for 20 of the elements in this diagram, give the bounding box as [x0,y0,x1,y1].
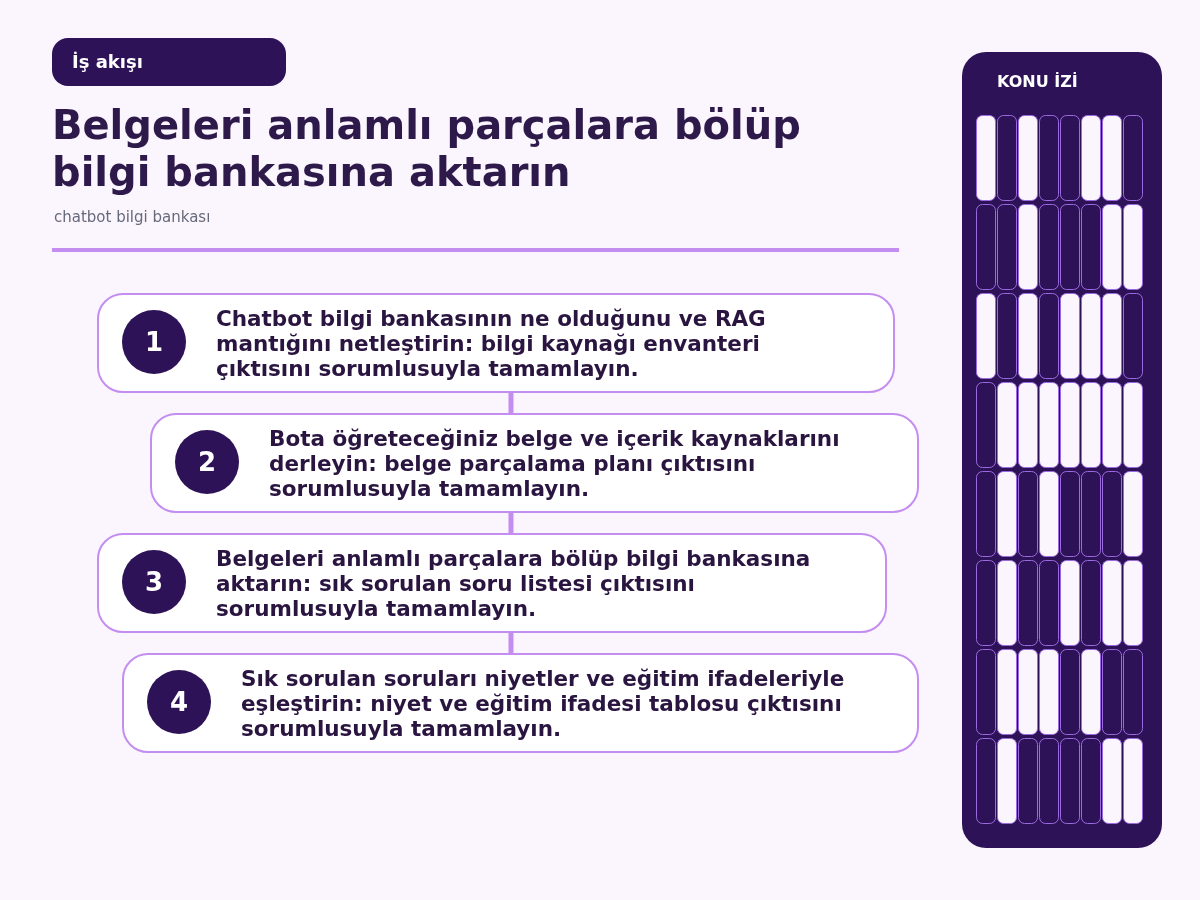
subtitle: chatbot bilgi bankası [54,208,211,226]
step-card [97,293,895,393]
connector-line [508,633,514,653]
step-number-badge: 3 [122,550,186,614]
step-card [97,533,887,633]
connector-line [508,393,514,413]
step-text: Bota öğreteceğiniz belge ve içerik kaynaklarını derleyin: belge parçalama planı çıktısını sorumlusuyla tamamlayın. [269,426,841,501]
step-number-badge: 2 [175,430,239,494]
step-card [150,413,919,513]
panel-heading: KONU İZİ [997,72,1078,91]
tag-badge: İş akışı [52,38,286,86]
step-number-badge: 1 [122,310,186,374]
side-panel [962,52,1162,848]
step-number-badge: 4 [147,670,211,734]
step-text: Sık sorulan soruları niyetler ve eğitim ifadeleriyle eşleştirin: niyet ve eğitim ifadesi tablosu çıktısını sorumlusuyla tamamlayın. [241,666,846,741]
step-text: Chatbot bilgi bankasının ne olduğunu ve RAG mantığını netleştirin: bilgi kaynağı envanteri çıktısını sorumlusuyla tamamlayın. [216,306,767,381]
step-text: Belgeleri anlamlı parçalara bölüp bilgi bankasına aktarın: sık sorulan soru listesi çıktısını sorumlusuyla tamamlayın. [216,546,812,621]
page-title: Belgeleri anlamlı parçalara bölüp bilgi bankasına aktarın [52,102,802,196]
connector-line [508,513,514,533]
step-card [122,653,919,753]
